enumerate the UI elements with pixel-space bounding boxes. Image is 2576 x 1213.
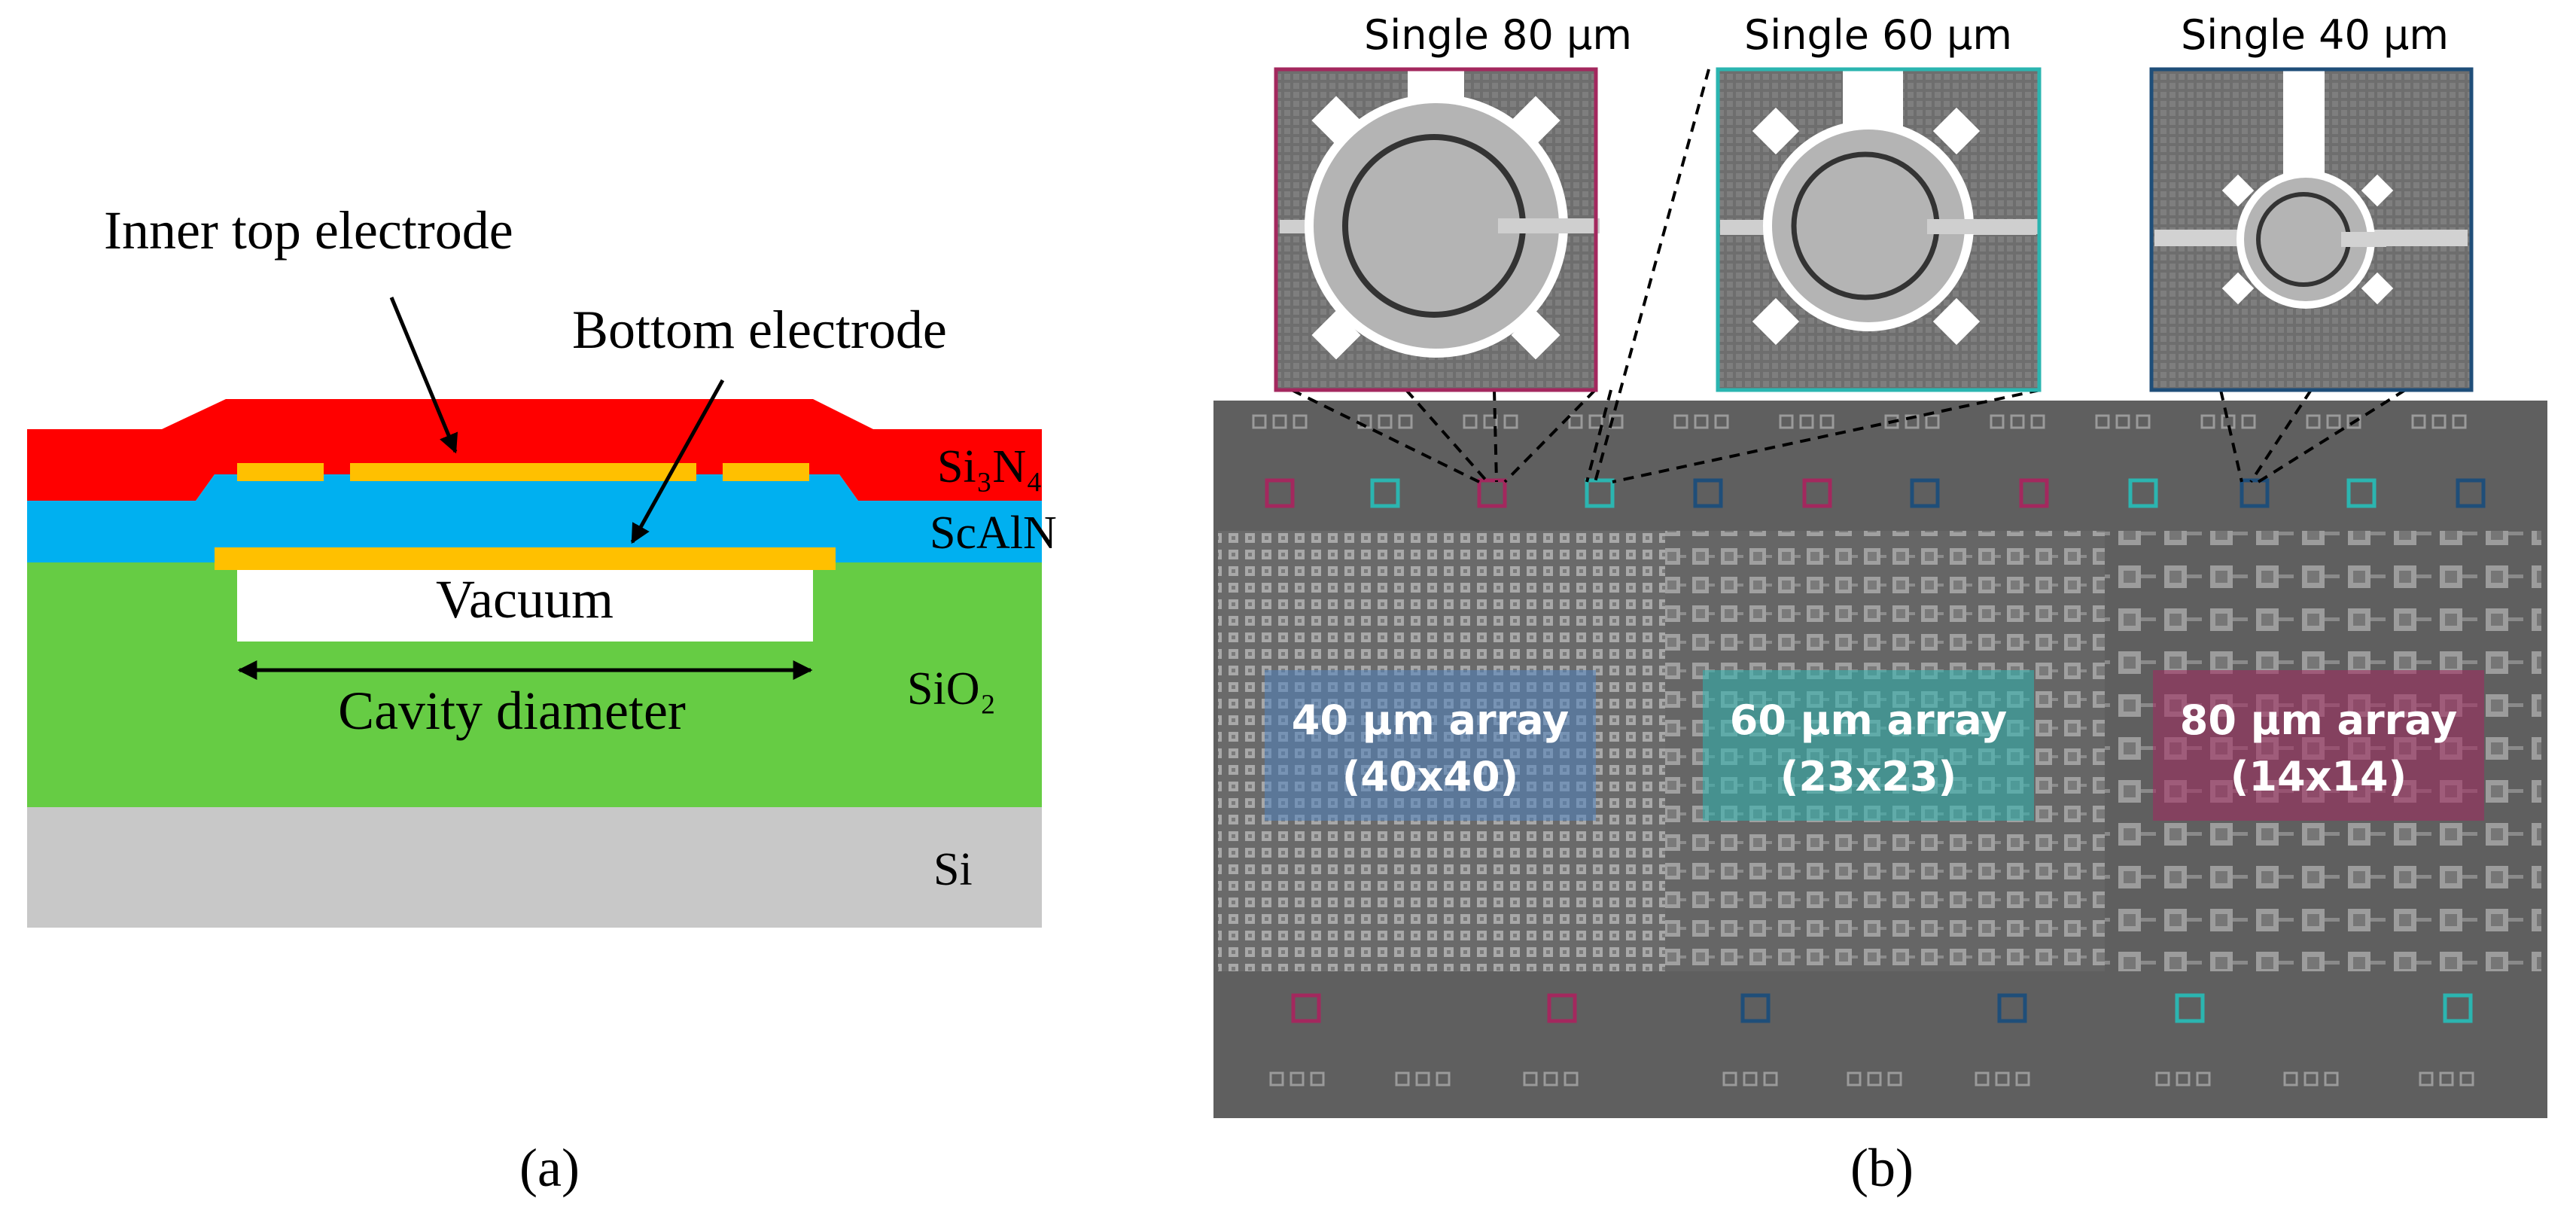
- device-marker: [1585, 478, 1615, 508]
- device-marker: [2456, 478, 2486, 508]
- si3n4-label: Si₃N₄: [937, 441, 1043, 492]
- panel-a-caption: (a): [519, 1138, 580, 1198]
- inset-single-80um: Single 80 µm: [1274, 11, 1632, 392]
- zoom-lines: [1291, 69, 2407, 483]
- array-label-80um: 80 µm array (14x14): [2153, 670, 2484, 821]
- si-label: Si: [933, 844, 973, 895]
- array-40um-name: 40 µm array: [1292, 696, 1569, 744]
- device-marker: [1910, 478, 1940, 508]
- array-60um-name: 60 µm array: [1730, 696, 2007, 744]
- array-60um-size: (23x23): [1780, 753, 1956, 800]
- device-marker: [2128, 478, 2158, 508]
- device-marker: [1265, 478, 1295, 508]
- inset-40um-title: Single 40 µm: [2181, 11, 2449, 59]
- inner-top-electrode: [350, 463, 696, 481]
- device-marker: [2019, 478, 2049, 508]
- bottom-electrode-label: Bottom electrode: [572, 300, 947, 360]
- device-marker: [1547, 993, 1577, 1023]
- device-marker: [1370, 478, 1400, 508]
- si-substrate-layer: [27, 807, 1042, 928]
- array-80um-size: (14x14): [2230, 753, 2407, 800]
- scaln-layer: [27, 474, 1042, 562]
- bottom-electrode-arrow: [630, 379, 725, 544]
- inner-top-electrode-arrow: [389, 297, 458, 454]
- bottom-electrode: [215, 547, 836, 570]
- bottom-single-devices: [1291, 993, 2473, 1023]
- inset-60um-title: Single 60 µm: [1744, 11, 2012, 59]
- top-single-devices: [1265, 478, 2486, 508]
- device-marker: [2175, 993, 2205, 1023]
- scaln-label: ScAlN: [930, 507, 1057, 559]
- device-marker: [1740, 993, 1771, 1023]
- panel-b-caption: (b): [1850, 1138, 1914, 1198]
- device-marker: [2346, 478, 2377, 508]
- device-marker: [1693, 478, 1723, 508]
- vacuum-cavity: [237, 570, 813, 642]
- array-40um-size: (40x40): [1342, 753, 1518, 800]
- inset-single-40um: Single 40 µm: [2149, 11, 2474, 392]
- device-marker: [1291, 993, 1321, 1023]
- bottom-pad-row: [1269, 1071, 2474, 1087]
- top-pad-row: [1252, 414, 2467, 429]
- sio2-label: SiO₂: [907, 663, 996, 715]
- device-marker: [2240, 478, 2270, 508]
- top-electrode-right: [723, 463, 809, 481]
- vacuum-label: Vacuum: [436, 569, 614, 629]
- array-label-60um: 60 µm array (23x23): [1703, 670, 2034, 821]
- inset-80um-title: Single 80 µm: [1364, 11, 1632, 59]
- array-label-40um: 40 µm array (40x40): [1265, 670, 1596, 821]
- panel-a-cross-section: Inner top electrode Bottom electrode Si₃…: [27, 200, 1057, 1198]
- device-marker: [1477, 478, 1507, 508]
- array-80um-name: 80 µm array: [2180, 696, 2457, 744]
- si3n4-layer: [27, 399, 1042, 501]
- cavity-diameter-label: Cavity diameter: [338, 681, 686, 741]
- inner-top-electrode-label: Inner top electrode: [104, 200, 513, 261]
- device-marker: [1997, 993, 2027, 1023]
- device-marker: [2443, 993, 2473, 1023]
- panel-b-chip-micrograph: 40 µm array (40x40) 60 µm array (23x23) …: [1213, 11, 2547, 1198]
- inset-single-60um: Single 60 µm: [1716, 11, 2042, 392]
- device-marker: [1802, 478, 1832, 508]
- top-electrode-left: [237, 463, 324, 481]
